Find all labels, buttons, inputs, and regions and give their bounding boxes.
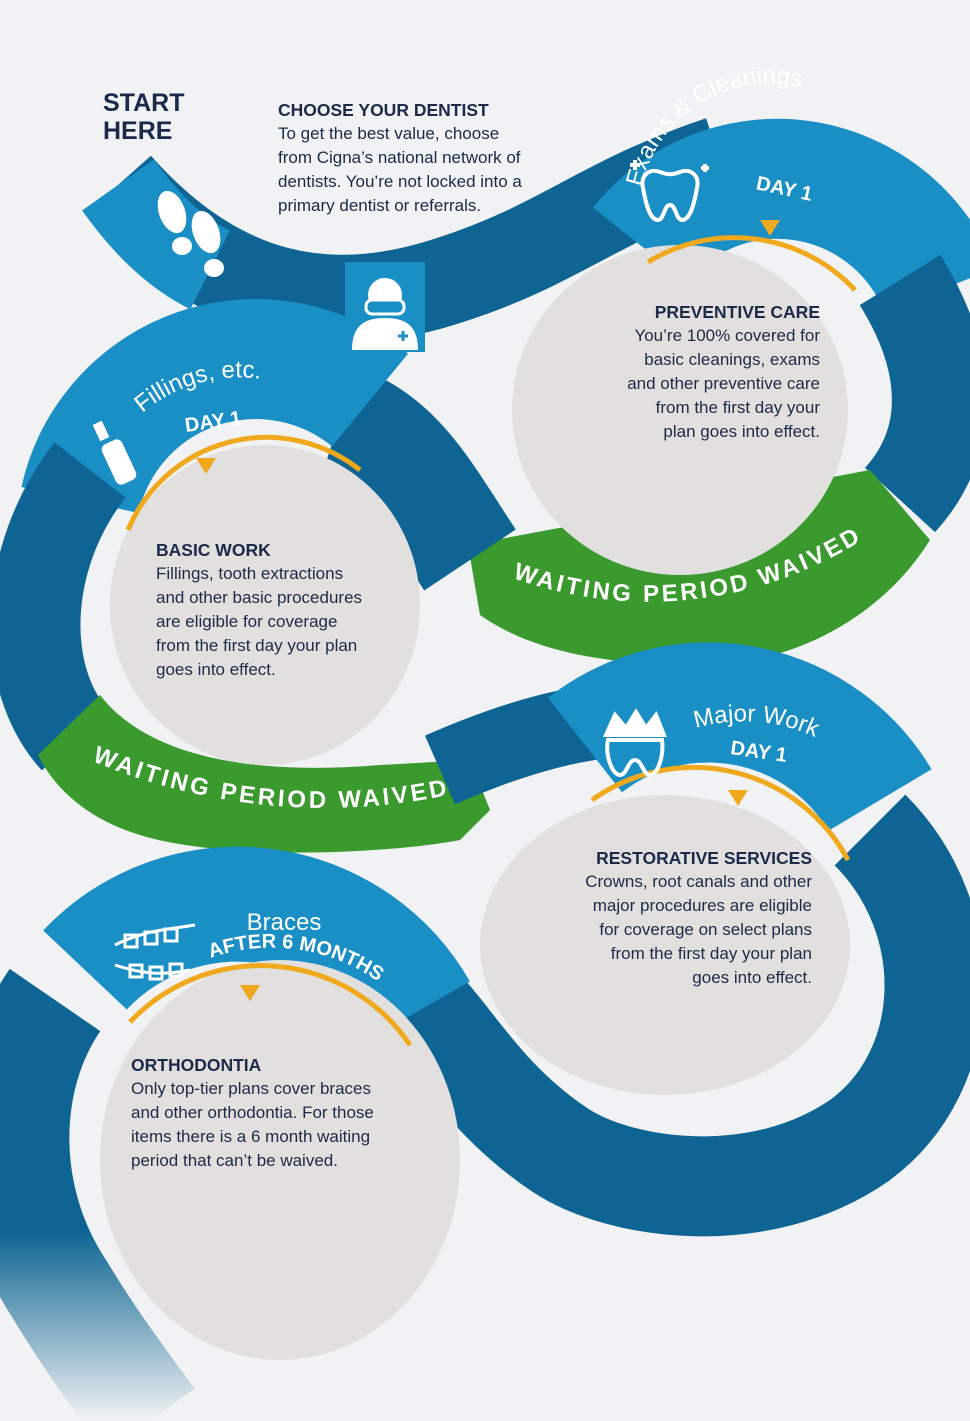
basic-work-block: BASIC WORK Fillings, tooth extractions a… [156,538,426,682]
basic-work-heading: BASIC WORK [156,540,271,560]
gold-arcs [125,235,857,1047]
orthodontia-block: ORTHODONTIA Only top-tier plans cover br… [131,1053,431,1173]
gold-notches [196,220,780,1001]
dentist-icon [352,278,418,350]
choose-dentist-heading: CHOOSE YOUR DENTIST [278,100,489,120]
path-connector-1 [320,367,516,591]
dental-drill-icon [92,420,137,485]
preventive-circle [512,245,848,575]
ortho-circle [100,960,460,1360]
waiting-band-2 [38,695,490,853]
path-segment-exams [593,118,970,533]
start-here-label: START HERE [103,89,185,145]
basic-work-body: Fillings, tooth extractions and other ba… [156,564,363,679]
basic-circle [110,445,420,765]
sparkling-tooth-icon [630,160,709,223]
crowned-tooth-icon [602,708,667,778]
preventive-care-block: PREVENTIVE CARE You’re 100% covered for … [560,300,820,444]
choose-dentist-body: To get the best value, choose from Cigna… [278,124,522,215]
restorative-services-block: RESTORATIVE SERVICES Crowns, root canals… [520,846,812,990]
restorative-services-body: Crowns, root canals and other major proc… [585,872,812,987]
orthodontia-body: Only top-tier plans cover braces and oth… [131,1079,374,1170]
footprints-icon [157,190,224,277]
orthodontia-heading: ORTHODONTIA [131,1055,262,1075]
braces-label: Braces [247,909,322,936]
path-segment-fillings [0,299,409,771]
restorative-circle [480,795,850,1095]
choose-dentist-block: CHOOSE YOUR DENTIST To get the best valu… [278,98,598,218]
preventive-care-heading: PREVENTIVE CARE [654,302,820,322]
braces-icon [114,923,196,981]
path-segment-major [374,642,970,1237]
preventive-care-body: You’re 100% covered for basic cleanings,… [627,326,820,441]
restorative-services-heading: RESTORATIVE SERVICES [596,848,812,868]
